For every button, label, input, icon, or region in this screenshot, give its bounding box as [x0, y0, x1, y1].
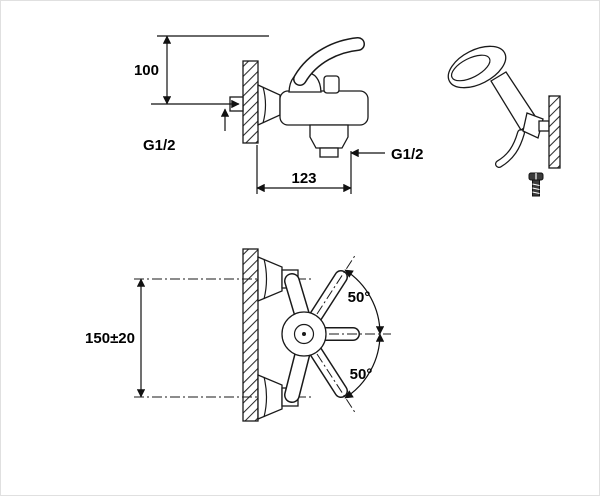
- shower-head-face: [450, 54, 491, 82]
- shower-hose-fill: [496, 130, 524, 167]
- escutcheon-top: [257, 256, 283, 302]
- center-dot: [302, 332, 306, 336]
- wall-bracket: [522, 112, 544, 139]
- side-view-group: 100 G1/2 G1/2 123: [134, 35, 424, 194]
- outlet-thread-label: G1/2: [391, 146, 424, 163]
- upper-angle-label: 50°: [348, 289, 371, 306]
- height-dimension-label: 100: [134, 62, 159, 79]
- front-view-group: 50° 50° 150±20: [85, 248, 391, 422]
- spacing-dimension-label: 150±20: [85, 330, 135, 347]
- lower-swivel-ray: [316, 353, 357, 415]
- diverter-knob: [323, 75, 340, 94]
- width-dimension-label: 123: [291, 170, 316, 187]
- upper-swivel-ray: [316, 253, 357, 315]
- spout-block: [309, 124, 349, 149]
- wall-section-front: [242, 248, 259, 422]
- inlet-thread-label: G1/2: [143, 137, 176, 154]
- escutcheon-side: [257, 83, 281, 127]
- cartridge-circle: [293, 323, 315, 345]
- escutcheon-detail: [262, 86, 267, 124]
- lower-angle-label: 50°: [350, 366, 373, 383]
- wall-section-shower: [548, 95, 561, 169]
- wall-section-side: [242, 60, 259, 144]
- lower-angle-arc: [344, 333, 385, 399]
- lever-handle-fill: [294, 38, 364, 85]
- escutcheon-bottom: [257, 374, 283, 420]
- bracket-stem: [538, 120, 550, 132]
- upper-angle-arc: [344, 269, 385, 335]
- faucet-body-side: [279, 90, 369, 126]
- spout-outlet: [319, 147, 339, 158]
- hand-shower-group: [447, 45, 561, 197]
- mounting-screw: [528, 172, 544, 197]
- shower-head: [447, 45, 507, 89]
